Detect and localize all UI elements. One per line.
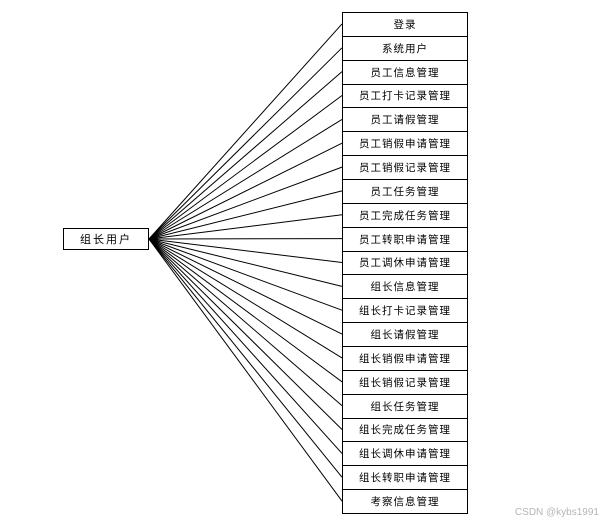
watermark: CSDN @kybs1991 — [514, 507, 599, 518]
function-box: 员工请假管理 — [342, 107, 468, 133]
function-box: 员工打卡记录管理 — [342, 83, 468, 109]
function-box: 组长信息管理 — [342, 274, 468, 300]
connector-line — [148, 142, 343, 240]
connector-line — [148, 238, 343, 287]
function-box: 员工完成任务管理 — [342, 202, 468, 228]
function-box: 员工任务管理 — [342, 179, 468, 204]
connector-line — [148, 238, 343, 311]
connector-line — [148, 71, 343, 240]
function-box: 组长请假管理 — [342, 322, 468, 347]
connector-line — [148, 95, 343, 240]
connector-line — [148, 238, 343, 430]
connector-line — [148, 238, 343, 502]
function-box: 组长打卡记录管理 — [342, 298, 468, 324]
connector-line — [148, 166, 343, 240]
connector-line — [148, 238, 343, 454]
connector-line — [148, 238, 343, 406]
function-box: 组长调休申请管理 — [342, 441, 468, 467]
function-box: 登录 — [342, 12, 468, 37]
function-box: 系统用户 — [342, 35, 468, 61]
function-box: 组长转职申请管理 — [342, 465, 468, 491]
connector-line — [148, 214, 343, 240]
function-box: 员工调休申请管理 — [342, 250, 468, 276]
function-box: 员工销假记录管理 — [342, 155, 468, 180]
function-box: 员工转职申请管理 — [342, 226, 468, 252]
function-box: 员工销假申请管理 — [342, 131, 468, 157]
connector-line — [148, 118, 343, 240]
connector-line — [148, 238, 343, 478]
function-box: 组长销假记录管理 — [342, 369, 468, 395]
connector-line — [148, 238, 343, 263]
connector-line — [148, 23, 343, 240]
function-box: 组长任务管理 — [342, 393, 468, 419]
connector-line — [148, 238, 343, 359]
connector-line — [148, 47, 343, 240]
function-box: 考察信息管理 — [342, 489, 468, 514]
root-node: 组长用户 — [63, 228, 149, 250]
function-box: 组长完成任务管理 — [342, 417, 468, 443]
connector-line — [148, 238, 343, 335]
connector-line — [148, 238, 343, 383]
function-box: 员工信息管理 — [342, 59, 468, 85]
function-box: 组长销假申请管理 — [342, 346, 468, 371]
connector-line — [148, 190, 343, 240]
